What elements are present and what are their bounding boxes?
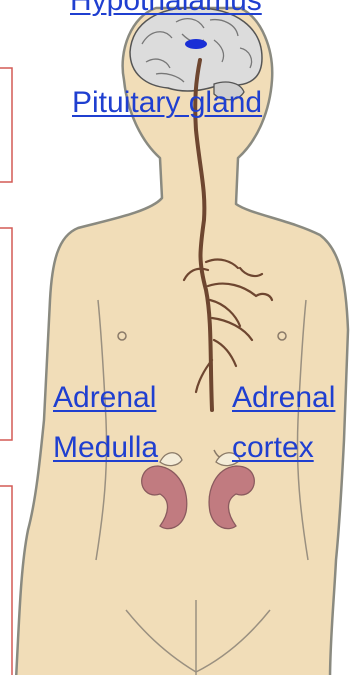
left-box-3 — [0, 486, 12, 675]
adrenal-cortex-link-line2[interactable]: cortex — [232, 433, 314, 463]
adrenal-cortex-link-line1[interactable]: Adrenal — [232, 383, 335, 413]
hypothalamus-link[interactable]: Hypothalamus — [70, 0, 262, 16]
left-box-2 — [0, 228, 12, 440]
adrenal-medulla-link-line2[interactable]: Medulla — [53, 433, 158, 463]
adrenal-medulla-link-line1[interactable]: Adrenal — [53, 383, 156, 413]
hypothalamus-highlight — [185, 39, 207, 49]
pituitary-gland-link[interactable]: Pituitary gland — [72, 88, 262, 118]
left-box-1 — [0, 68, 12, 182]
